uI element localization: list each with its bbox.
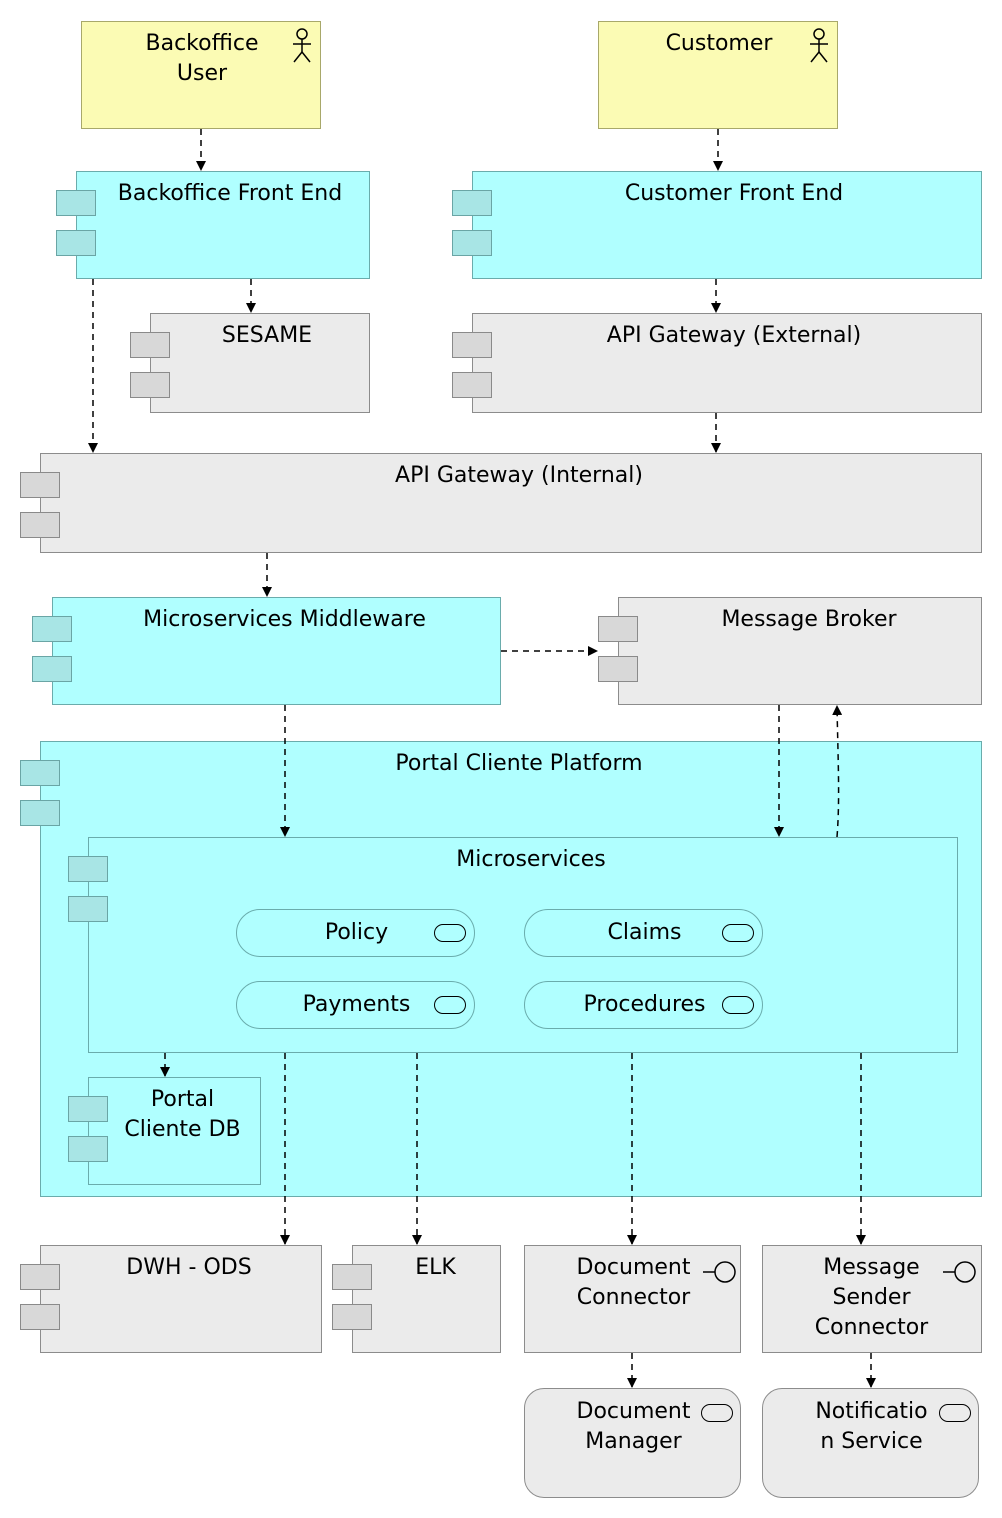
component-sesame-label: SESAME: [221, 323, 313, 348]
component-icon: [130, 332, 170, 358]
component-icon: [68, 896, 108, 922]
component-icon: [452, 190, 492, 216]
service-icon: [434, 924, 466, 942]
interface-message-sender-connector[interactable]: Message Sender Connector: [762, 1245, 982, 1353]
component-icon: [332, 1264, 372, 1290]
component-portal-cliente-db-label: Portal Cliente DB: [124, 1087, 241, 1142]
service-document-manager-label: Document Manager: [576, 1399, 691, 1454]
component-icon: [68, 1136, 108, 1162]
actor-backoffice-user-label: Backoffice User: [145, 31, 259, 86]
component-icon: [130, 372, 170, 398]
component-icon: [452, 372, 492, 398]
component-icon: [20, 800, 60, 826]
component-backoffice-front-end-label: Backoffice Front End: [117, 181, 343, 206]
component-icon: [68, 856, 108, 882]
service-icon: [434, 996, 466, 1014]
component-backoffice-front-end[interactable]: Backoffice Front End: [76, 171, 370, 279]
component-icon: [20, 472, 60, 498]
service-icon: [701, 1404, 733, 1422]
actor-customer-label: Customer: [665, 31, 773, 56]
service-claims[interactable]: Claims: [524, 909, 763, 957]
component-icon: [20, 512, 60, 538]
component-icon: [452, 332, 492, 358]
service-payments-label: Payments: [302, 992, 411, 1017]
service-notification-service-label: Notificatio n Service: [815, 1399, 928, 1454]
component-icon: [452, 230, 492, 256]
component-message-broker-label: Message Broker: [721, 607, 897, 632]
component-microservices-label: Microservices: [456, 847, 606, 872]
arrow-microservices-to-message-broker: [832, 705, 843, 838]
component-api-gateway-internal-label: API Gateway (Internal): [395, 463, 643, 488]
component-icon: [32, 656, 72, 682]
component-api-gateway-external-label: API Gateway (External): [606, 323, 862, 348]
component-api-gateway-external[interactable]: API Gateway (External): [472, 313, 982, 413]
component-portal-cliente-db[interactable]: Portal Cliente DB: [88, 1077, 261, 1185]
actor-icon: [810, 28, 828, 63]
component-icon: [598, 656, 638, 682]
actor-customer[interactable]: Customer: [598, 21, 838, 129]
component-dwh-ods[interactable]: DWH - ODS: [40, 1245, 322, 1353]
component-icon: [598, 616, 638, 642]
component-elk[interactable]: ELK: [352, 1245, 501, 1353]
service-notification-service[interactable]: Notificatio n Service: [762, 1388, 979, 1498]
component-microservices-middleware-label: Microservices Middleware: [143, 607, 426, 632]
service-policy[interactable]: Policy: [236, 909, 475, 957]
service-document-manager[interactable]: Document Manager: [524, 1388, 741, 1498]
component-icon: [332, 1304, 372, 1330]
service-payments[interactable]: Payments: [236, 981, 475, 1029]
service-icon: [722, 924, 754, 942]
component-icon: [20, 760, 60, 786]
component-message-broker[interactable]: Message Broker: [618, 597, 982, 705]
component-icon: [56, 230, 96, 256]
service-procedures-label: Procedures: [583, 992, 706, 1017]
service-procedures[interactable]: Procedures: [524, 981, 763, 1029]
component-dwh-ods-label: DWH - ODS: [126, 1255, 252, 1280]
service-icon: [722, 996, 754, 1014]
service-icon: [939, 1404, 971, 1422]
component-icon: [20, 1304, 60, 1330]
interface-icon: [943, 1261, 976, 1283]
component-microservices-middleware[interactable]: Microservices Middleware: [52, 597, 501, 705]
component-api-gateway-internal[interactable]: API Gateway (Internal): [40, 453, 982, 553]
interface-document-connector-label: Document Connector: [576, 1255, 691, 1310]
component-portal-cliente-platform-label: Portal Cliente Platform: [395, 751, 643, 776]
component-icon: [68, 1096, 108, 1122]
component-elk-label: ELK: [415, 1255, 456, 1280]
component-icon: [56, 190, 96, 216]
service-policy-label: Policy: [324, 920, 389, 945]
component-icon: [32, 616, 72, 642]
component-icon: [20, 1264, 60, 1290]
actor-icon: [293, 28, 311, 63]
actor-backoffice-user[interactable]: Backoffice User: [81, 21, 321, 129]
component-sesame[interactable]: SESAME: [150, 313, 370, 413]
component-customer-front-end[interactable]: Customer Front End: [472, 171, 982, 279]
interface-message-sender-connector-label: Message Sender Connector: [814, 1255, 929, 1340]
interface-icon: [703, 1261, 736, 1283]
service-claims-label: Claims: [607, 920, 682, 945]
interface-document-connector[interactable]: Document Connector: [524, 1245, 741, 1353]
component-customer-front-end-label: Customer Front End: [624, 181, 844, 206]
component-microservices[interactable]: Microservices: [88, 837, 958, 1053]
